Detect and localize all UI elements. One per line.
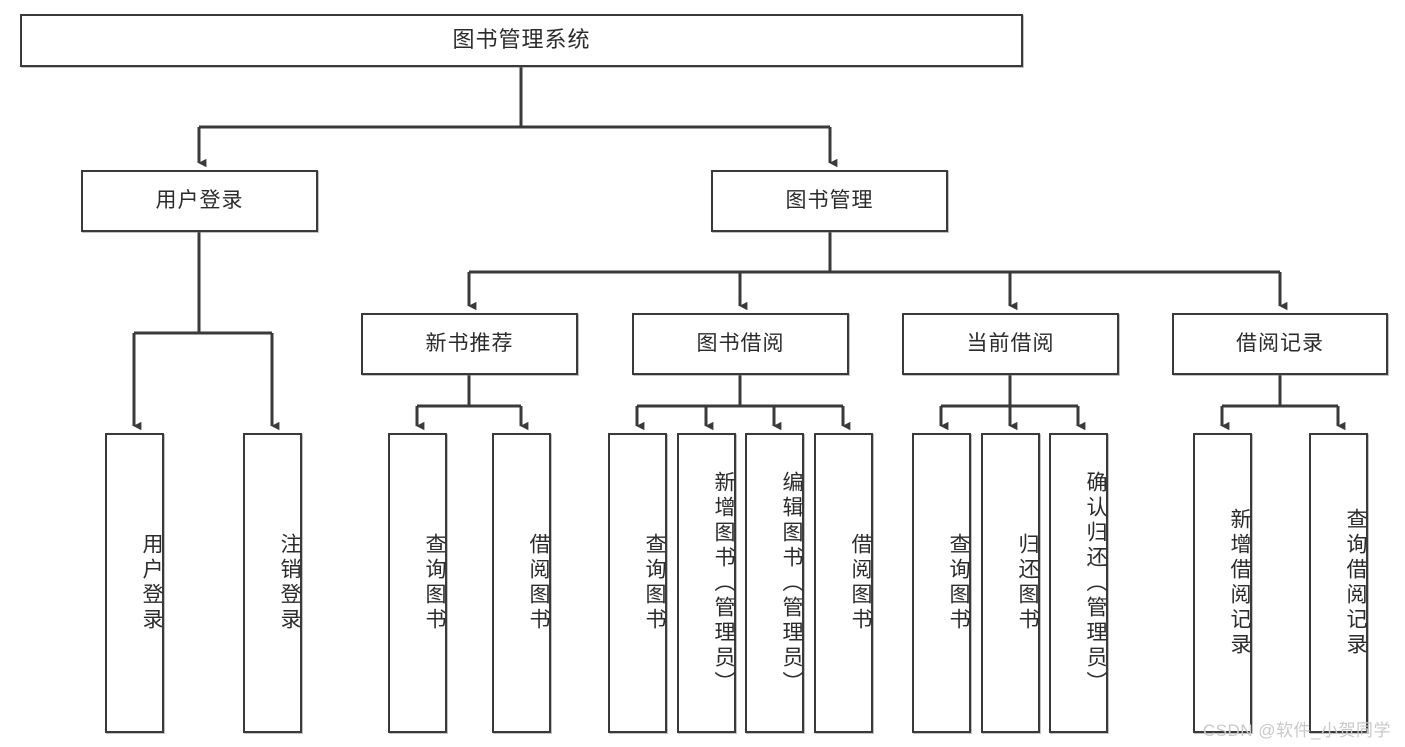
node-label: 查询图书 [423, 533, 446, 633]
node-label: 查询图书 [947, 533, 970, 633]
node-book-management[interactable]: 图书管理 [711, 170, 948, 232]
node-borrow-records[interactable]: 借阅记录 [1172, 313, 1388, 375]
node-label: 用户登录 [155, 189, 244, 213]
leaf-user-login-login[interactable]: 用户登录 [105, 433, 164, 733]
node-label: 借阅记录 [1236, 332, 1324, 356]
leaf-current-return-book[interactable]: 归还图书 [981, 433, 1040, 733]
node-label: 借阅图书 [849, 533, 872, 633]
leaf-new-book-borrow[interactable]: 借阅图书 [492, 433, 551, 733]
node-label: 图书管理系统 [452, 27, 591, 53]
node-label: 借阅图书 [527, 533, 550, 633]
leaf-current-query-book[interactable]: 查询图书 [912, 433, 971, 733]
leaf-new-book-query[interactable]: 查询图书 [388, 433, 447, 733]
leaf-user-login-logout[interactable]: 注销登录 [243, 433, 302, 733]
csdn-watermark: CSDN @软件_小贺同学 [1202, 721, 1391, 740]
node-label: 查询借阅记录 [1344, 508, 1367, 658]
node-label: 当前借阅 [966, 332, 1055, 356]
node-label: 归还图书 [1016, 533, 1039, 633]
node-label: 确认归还（管理员） [1084, 470, 1107, 696]
node-label: 新书推荐 [425, 332, 514, 356]
node-user-login[interactable]: 用户登录 [81, 170, 318, 232]
node-label: 用户登录 [140, 533, 163, 633]
node-label: 新增图书（管理员） [712, 470, 735, 696]
node-new-book-recommend[interactable]: 新书推荐 [361, 313, 578, 375]
leaf-current-confirm-return-admin[interactable]: 确认归还（管理员） [1049, 433, 1108, 733]
node-book-borrow[interactable]: 图书借阅 [632, 313, 849, 375]
leaf-borrow-query-book[interactable]: 查询图书 [608, 433, 667, 733]
node-label: 注销登录 [278, 533, 301, 633]
node-label: 查询图书 [643, 533, 666, 633]
node-label: 新增借阅记录 [1228, 508, 1251, 658]
leaf-borrow-borrow-book[interactable]: 借阅图书 [814, 433, 873, 733]
node-root-library-system[interactable]: 图书管理系统 [20, 14, 1023, 67]
node-label: 编辑图书（管理员） [780, 470, 803, 696]
leaf-borrow-edit-book-admin[interactable]: 编辑图书（管理员） [745, 433, 804, 733]
node-label: 图书借阅 [696, 332, 785, 356]
leaf-records-query-record[interactable]: 查询借阅记录 [1309, 433, 1368, 733]
node-label: 图书管理 [785, 189, 874, 213]
node-current-borrow[interactable]: 当前借阅 [902, 313, 1119, 375]
leaf-borrow-add-book-admin[interactable]: 新增图书（管理员） [677, 433, 736, 733]
leaf-records-add-record[interactable]: 新增借阅记录 [1193, 433, 1252, 733]
